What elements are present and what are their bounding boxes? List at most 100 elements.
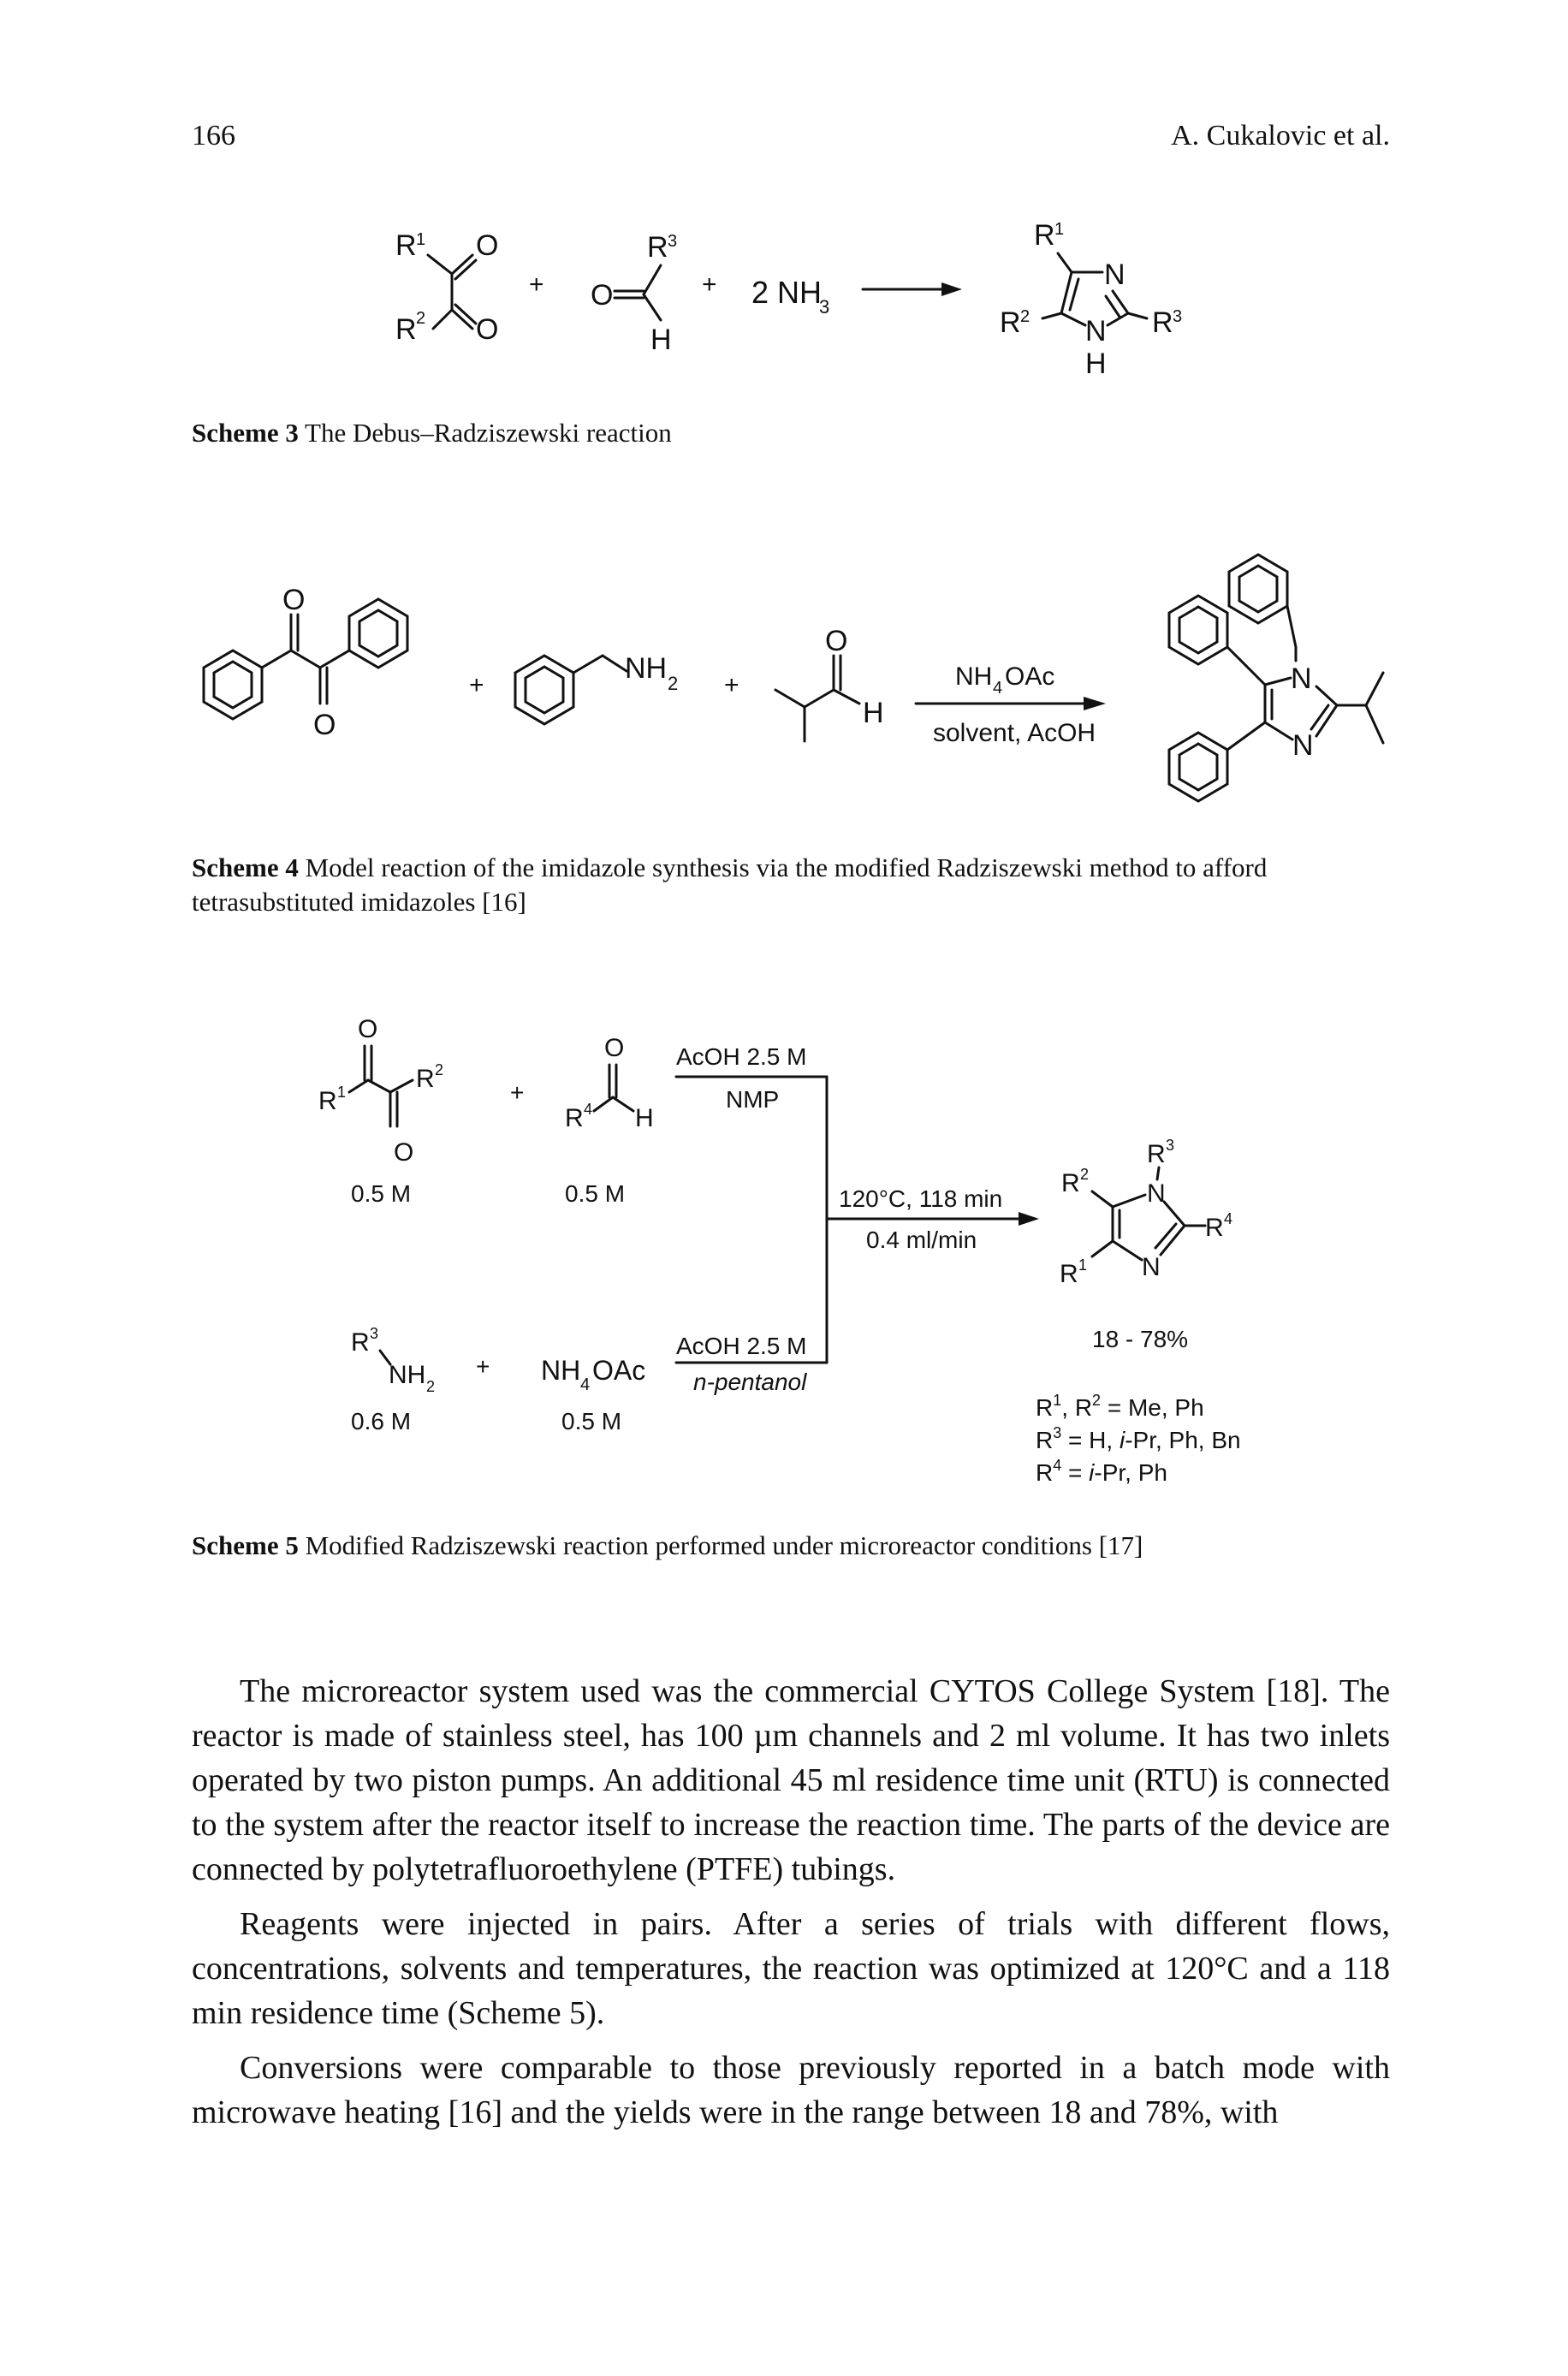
label-r1-sup: 1 — [416, 230, 425, 249]
arrow-head — [941, 282, 962, 296]
label-r2: R — [1000, 306, 1021, 339]
scheme-3-caption: Scheme 3 The Debus–Radziszewski reaction — [192, 416, 1390, 450]
plus-sign: + — [724, 671, 739, 699]
label-r3: R — [351, 1328, 370, 1357]
label-r1: R — [318, 1087, 337, 1115]
scheme-4-caption: Scheme 4 Model reaction of the imidazole… — [192, 851, 1390, 919]
arrow-head — [1084, 697, 1106, 710]
atom-o: O — [313, 709, 336, 741]
atom-h: H — [650, 324, 672, 356]
label-r4: R — [1205, 1214, 1224, 1242]
arrow-reagent: NH — [955, 662, 992, 691]
label-r2: R — [395, 313, 417, 346]
stream-1-cosolvent: NMP — [726, 1086, 779, 1113]
benzil-structure: O O — [202, 584, 409, 741]
body-text: The microreactor system used was the com… — [192, 1669, 1390, 2145]
svg-text:3: 3 — [370, 1325, 378, 1342]
svg-text:4: 4 — [1224, 1210, 1232, 1227]
atom-h: H — [863, 697, 884, 729]
stream-1-solvent: AcOH 2.5 M — [676, 1043, 806, 1070]
ammonium-acetate: NH 4 OAc 0.5 M — [541, 1355, 645, 1435]
atom-o: O — [825, 625, 847, 657]
label-r4: R — [565, 1104, 584, 1132]
atom-o: O — [604, 1034, 624, 1062]
dicarbonyl-structure: R 1 O R 2 O — [395, 229, 498, 346]
svg-text:2: 2 — [435, 1061, 443, 1078]
nh4oac-label: NH — [541, 1355, 580, 1386]
label-r2-sup: 2 — [1020, 307, 1030, 326]
label-r1: R — [395, 229, 417, 262]
benzylamine-structure: NH 2 — [514, 652, 678, 726]
substituent-line-2: R3 = H, i-Pr, Ph, Bn — [1036, 1424, 1241, 1453]
conditions-temperature-time: 120°C, 118 min — [839, 1185, 1002, 1212]
arrow-reagent-rest: OAc — [1005, 662, 1054, 691]
running-head: A. Cukalovic et al. — [1171, 120, 1390, 151]
scheme-4-label: Scheme 4 — [192, 852, 299, 882]
nh4oac-sub: 4 — [580, 1375, 590, 1394]
conc-aldehyde: 0.5 M — [565, 1180, 625, 1207]
yield-range: 18 - 78% — [1092, 1326, 1188, 1352]
tetrasubstituted-imidazole-product: N N — [1167, 553, 1385, 803]
atom-o: O — [394, 1138, 413, 1167]
ammonia-sub: 3 — [819, 296, 829, 318]
amine-nh: NH — [389, 1361, 425, 1389]
substituent-line-3: R4 = i-Pr, Ph — [1036, 1457, 1167, 1486]
conc-diketone: 0.5 M — [351, 1180, 411, 1207]
stream-2-solvent: AcOH 2.5 M — [676, 1333, 806, 1359]
imidazole-product: R 1 N N H R 3 R 2 — [1000, 219, 1182, 380]
atom-n: N — [1085, 315, 1107, 347]
arrow-reagent-sub: 4 — [993, 679, 1002, 698]
atom-h: H — [635, 1104, 654, 1132]
plus-sign: + — [469, 671, 484, 699]
scheme-5-label: Scheme 5 — [192, 1530, 299, 1560]
scheme-3-caption-text: The Debus–Radziszewski reaction — [305, 418, 672, 448]
scheme-4-caption-text: Model reaction of the imidazole synthesi… — [192, 852, 1268, 917]
label-r3: R — [1147, 1140, 1166, 1168]
svg-text:2: 2 — [426, 1378, 435, 1395]
label-r3-sup: 3 — [668, 232, 677, 251]
conc-amine: 0.6 M — [351, 1408, 411, 1435]
ammonia-label: 2 NH — [751, 275, 822, 310]
isobutyraldehyde-structure: O H — [774, 625, 884, 743]
label-r3: R — [1152, 306, 1173, 339]
plus-sign: + — [510, 1079, 524, 1106]
plus-sign: + — [476, 1353, 490, 1380]
atom-n: N — [1291, 662, 1312, 695]
label-r2: R — [1061, 1169, 1080, 1197]
scheme-3-label: Scheme 3 — [192, 418, 299, 448]
label-r2-sup: 2 — [416, 309, 425, 328]
imidazole-product: R 3 N R 2 N R 4 R 1 — [1060, 1137, 1232, 1288]
scheme-5-caption: Scheme 5 Modified Radziszewski reaction … — [192, 1529, 1390, 1563]
atom-n: N — [1292, 729, 1314, 762]
label-r3: R — [647, 231, 668, 264]
svg-text:4: 4 — [584, 1101, 592, 1118]
plus-sign: + — [529, 270, 544, 299]
svg-text:1: 1 — [1078, 1256, 1087, 1274]
amine-structure: R 3 NH 2 0.6 M — [351, 1325, 435, 1435]
atom-n: N — [1147, 1179, 1166, 1208]
paragraph-3: Conversions were comparable to those pre… — [192, 2050, 1390, 2130]
amine-label: NH — [625, 652, 667, 685]
atom-o: O — [591, 279, 613, 312]
arrow-conditions: solvent, AcOH — [933, 719, 1096, 747]
label-r2: R — [416, 1065, 435, 1093]
substituent-line-1: R1, R2 = Me, Ph — [1036, 1392, 1204, 1421]
plus-sign: + — [702, 270, 717, 299]
atom-h: H — [1085, 347, 1107, 380]
atom-o: O — [476, 313, 498, 346]
nh4oac-rest: OAc — [592, 1355, 645, 1386]
substituent-list: R1, R2 = Me, Ph R3 = H, i-Pr, Ph, Bn R4 … — [1036, 1392, 1241, 1486]
atom-o: O — [358, 1015, 377, 1043]
conc-nh4oac: 0.5 M — [561, 1408, 621, 1435]
label-r3-sup: 3 — [1173, 307, 1182, 326]
arrow-head — [1019, 1212, 1039, 1226]
svg-text:1: 1 — [337, 1084, 346, 1101]
amine-sub: 2 — [668, 673, 678, 694]
atom-n: N — [1104, 258, 1126, 291]
aldehyde-structure: O R 3 H — [591, 231, 677, 356]
atom-n: N — [1142, 1253, 1161, 1281]
paragraph-2: Reagents were injected in pairs. After a… — [192, 1906, 1390, 2031]
